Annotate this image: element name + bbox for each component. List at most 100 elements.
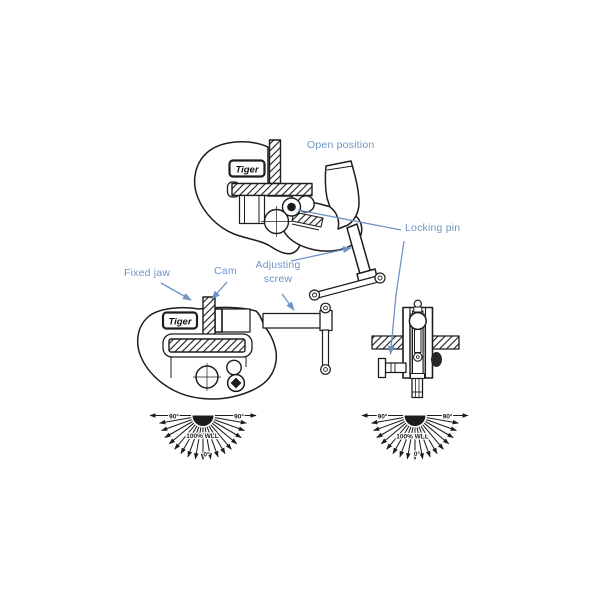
fan-arrow <box>164 421 193 438</box>
fan-left-angle-right: 90° <box>234 413 244 421</box>
beam-flange-section <box>168 338 246 353</box>
fan-right-wll: 100% WLL <box>396 434 429 441</box>
top-bolt <box>413 299 422 308</box>
label-locking-pin: Locking pin <box>405 222 461 234</box>
tommy-bar-ball <box>320 302 331 314</box>
leader-fixedjaw <box>160 282 192 301</box>
fan-arrow <box>211 422 238 445</box>
fan-arrow <box>418 426 431 458</box>
label-adjusting-screw: Adjusting screw <box>255 259 301 285</box>
leader-adjscrew-to-arm <box>290 246 353 262</box>
fan-arrow <box>422 424 444 450</box>
shackle-stem <box>414 329 422 353</box>
fan-left-angle-bottom: 0° <box>203 451 210 459</box>
load-angle-fan-right <box>361 413 469 461</box>
tiger-logo-text: Tiger <box>235 165 259 176</box>
fan-right-angle-left: 90° <box>378 413 388 421</box>
fan-left-wll: 100% WLL <box>186 433 219 440</box>
fan-arrow <box>180 425 198 455</box>
fan-arrow <box>174 424 196 450</box>
clamp-open-view: Tiger <box>193 139 386 301</box>
movable-jaw-hook <box>324 160 360 230</box>
fan-arrow <box>380 422 407 445</box>
fan-arrow <box>213 421 242 438</box>
fan-arrow <box>214 417 247 425</box>
cam-roller <box>226 359 242 376</box>
label-open-position: Open position <box>307 139 375 151</box>
fan-arrow <box>416 427 424 460</box>
leader-lockingpin-to-sideview <box>387 240 405 356</box>
movable-jaw-block <box>221 308 251 333</box>
fan-arrow <box>214 419 245 432</box>
hanger-block <box>410 373 425 379</box>
cam-knob <box>431 352 442 367</box>
tommy-bar-ball <box>374 272 386 284</box>
tommy-bar-ball-center <box>323 305 328 311</box>
tommy-bar-ball-center <box>312 292 317 298</box>
fan-arrow <box>371 417 404 425</box>
hook-cap-line <box>326 165 354 171</box>
fan-arrow <box>168 422 195 445</box>
fan-arrow <box>425 421 454 438</box>
locking-pin-shaft <box>384 362 407 374</box>
fan-arrow <box>420 425 438 455</box>
tommy-bar-ball <box>320 364 331 375</box>
fan-arrow <box>159 417 192 425</box>
beam-flange-section <box>231 182 313 197</box>
fan-arrow <box>392 425 410 455</box>
fan-right-angle-right: 90° <box>443 413 453 421</box>
beam-web-section <box>268 139 282 185</box>
fixed-jaw-block <box>238 194 266 225</box>
fan-arrow <box>376 421 405 438</box>
hanger-bar <box>411 377 424 399</box>
label-cam: Cam <box>214 265 237 277</box>
mid-nut-center <box>415 355 420 359</box>
load-angle-fan-left <box>149 413 257 461</box>
latch-wedge <box>291 211 324 228</box>
cam-strip <box>214 308 223 333</box>
beam-web-section <box>202 296 216 340</box>
latch-wedge-line <box>291 223 320 231</box>
shackle-pin <box>408 311 427 331</box>
tiger-logo-plate <box>161 311 199 330</box>
leader-cam <box>211 281 228 300</box>
fan-arrow <box>208 425 226 455</box>
fan-arrow <box>423 422 450 445</box>
tommy-bar <box>314 274 382 299</box>
fan-arrow <box>210 424 232 450</box>
fan-arrow <box>161 419 192 432</box>
fan-hub <box>192 415 214 427</box>
leader-lockingpin-to-pin <box>297 209 402 231</box>
tommy-bar-ball-center <box>377 275 383 281</box>
fan-right-angle-bottom: 0° <box>414 450 421 458</box>
fan-arrow <box>426 419 457 432</box>
fan-arrow <box>399 426 412 458</box>
tommy-bar-ball-center <box>323 367 328 372</box>
locking-pin-head <box>287 202 296 212</box>
fan-hub <box>404 415 426 427</box>
fan-left-angle-left: 90° <box>169 413 179 421</box>
cam-nut-diamond <box>230 377 242 389</box>
leader-adjscrew-to-bar <box>281 293 295 311</box>
top-bolt-neck <box>413 306 423 313</box>
locking-pin-flange <box>377 357 387 379</box>
tiger-logo-plate <box>228 159 266 178</box>
mid-nut <box>413 352 423 362</box>
screw-end-cap <box>319 309 333 332</box>
clamp-side-view <box>371 299 460 399</box>
clamp-closed-view: Tiger <box>136 296 333 400</box>
tommy-bar-ball <box>308 289 321 301</box>
fan-arrow <box>406 427 414 460</box>
tommy-bar-shaft <box>321 329 330 368</box>
fan-arrow <box>204 427 212 460</box>
tiger-logo-text: Tiger <box>168 317 192 328</box>
fan-arrow <box>426 417 459 425</box>
fan-arrow <box>386 424 408 450</box>
adjusting-screw-bar <box>262 312 324 329</box>
fan-arrow <box>187 426 200 458</box>
fan-arrow <box>206 426 219 458</box>
label-fixed-jaw: Fixed jaw <box>124 267 171 279</box>
fan-arrow <box>194 427 202 460</box>
